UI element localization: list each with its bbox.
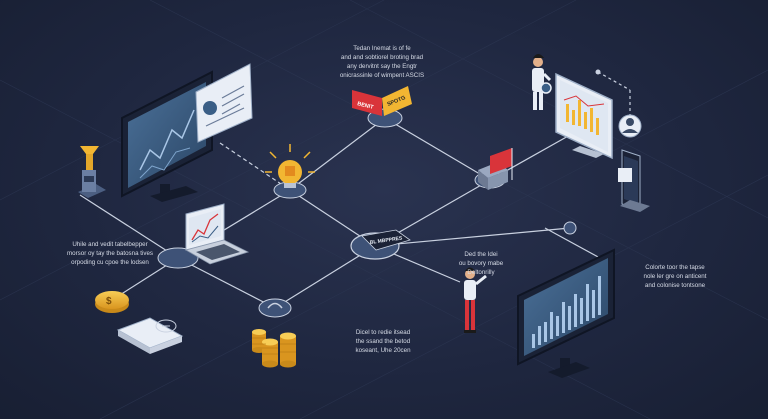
user-avatar-icon (618, 114, 642, 138)
laptop (184, 203, 250, 265)
person-standing-top (532, 54, 552, 110)
node-laptop-base (157, 247, 199, 269)
hub-card: BL MBPPRES (361, 229, 411, 251)
svg-text:$: $ (106, 296, 112, 307)
lightbulb-icon (265, 144, 315, 188)
caption-left: Uhile and vedit tabelbepper morsor oy ta… (67, 241, 153, 266)
person-pointing (464, 267, 487, 333)
tag-cards: BENIT SPOTG (352, 86, 412, 116)
payment-device (116, 317, 184, 354)
caption-right: Colorte toor the tapse nole ler gre on a… (643, 264, 707, 289)
node-small-top (595, 69, 601, 75)
tag-left-label: BENIT (357, 101, 375, 111)
caption-top: Tedan Inemat is of fe and and sobtiorel … (339, 45, 425, 79)
dollar-coin-icon: $ (95, 291, 129, 313)
node-small-right (563, 221, 577, 235)
monitor-right-top (555, 72, 613, 160)
caption-center: Ded the Idei ou bovory mabe Deltonrilly (458, 251, 504, 276)
coin-stacks (252, 329, 296, 368)
network-lines (79, 71, 631, 309)
flag-box (478, 148, 513, 190)
monitor-right-bottom (517, 248, 615, 378)
node-bottom (258, 298, 292, 318)
trophy-stand (78, 146, 106, 198)
hub-card-label: BL MBPPRES (369, 235, 403, 246)
monitor-left (121, 63, 253, 202)
phone-stand (618, 149, 650, 212)
caption-bottom: Dicel to redie itsead the ssand the beto… (355, 329, 411, 354)
